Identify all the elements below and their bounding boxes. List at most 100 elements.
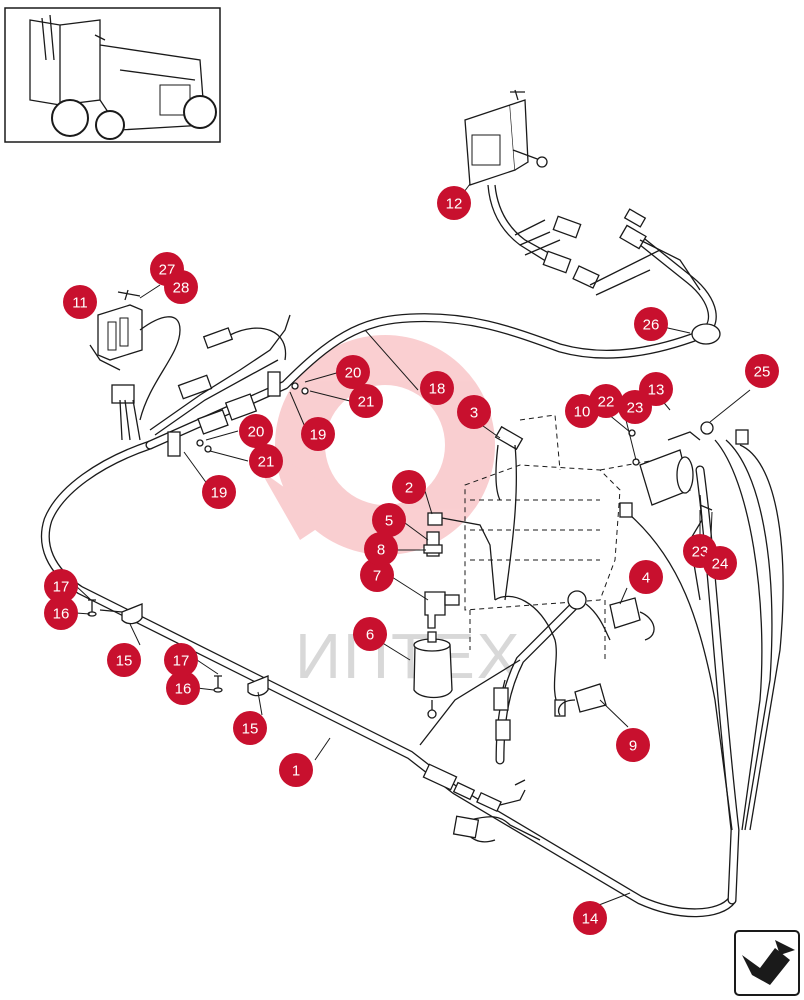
callout-c21a[interactable]: 21 [349, 384, 383, 418]
callout-c18[interactable]: 18 [420, 371, 454, 405]
clamp-15a [99, 603, 143, 625]
callout-c14[interactable]: 14 [573, 901, 607, 935]
callout-c9[interactable]: 9 [616, 728, 650, 762]
callout-c16b[interactable]: 16 [166, 671, 200, 705]
callout-number: 8 [377, 542, 385, 559]
callout-number: 22 [598, 394, 615, 411]
callout-c17a[interactable]: 17 [44, 569, 78, 603]
callout-number: 14 [582, 911, 599, 928]
callout-number: 3 [470, 405, 478, 422]
callout-badge [745, 354, 779, 388]
callout-badge [437, 186, 471, 220]
callout-badge [360, 558, 394, 592]
callout-badge [634, 307, 668, 341]
callout-c5[interactable]: 5 [372, 503, 406, 537]
callout-number: 23 [627, 400, 644, 417]
callouts-layer: 1234567891011121314151516161717181919202… [44, 186, 779, 935]
callout-c17b[interactable]: 17 [164, 643, 198, 677]
callout-number: 16 [175, 681, 192, 698]
callout-number: 28 [173, 280, 190, 297]
callout-c15b[interactable]: 15 [233, 711, 267, 745]
callout-number: 17 [53, 579, 70, 596]
callout-c4[interactable]: 4 [629, 560, 663, 594]
callout-number: 26 [643, 317, 660, 334]
next-page-arrow-icon[interactable] [734, 930, 800, 996]
callout-number: 6 [366, 627, 374, 644]
callout-c16a[interactable]: 16 [44, 596, 78, 630]
callout-badge [44, 569, 78, 603]
switch-9 [574, 683, 607, 713]
watermark-text: ИПТЕХ [295, 620, 521, 692]
callout-number: 5 [385, 513, 393, 530]
callout-number: 15 [116, 653, 133, 670]
solenoid-13 [639, 431, 701, 506]
callout-c20a[interactable]: 20 [336, 355, 370, 389]
callout-number: 24 [712, 556, 729, 573]
callout-c6[interactable]: 6 [353, 617, 387, 651]
callout-c15a[interactable]: 15 [107, 643, 141, 677]
callout-c20b[interactable]: 20 [239, 414, 273, 448]
callout-c23a[interactable]: 23 [618, 390, 652, 424]
switch-3 [494, 425, 524, 451]
callout-c3[interactable]: 3 [457, 395, 491, 429]
filter-6 [413, 631, 453, 719]
callout-badge [616, 728, 650, 762]
callout-badge [164, 643, 198, 677]
callout-c26[interactable]: 26 [634, 307, 668, 341]
switch-4 [609, 597, 641, 629]
connector-block [111, 384, 135, 404]
callout-badge [349, 384, 383, 418]
callout-c8[interactable]: 8 [364, 532, 398, 566]
callout-number: 16 [53, 606, 70, 623]
callout-number: 4 [642, 570, 650, 587]
callout-number: 1 [292, 763, 300, 780]
callout-c1[interactable]: 1 [279, 753, 313, 787]
callout-c24[interactable]: 24 [703, 546, 737, 580]
callout-number: 25 [754, 364, 771, 381]
callout-badge [589, 384, 623, 418]
joystick-connectors [514, 208, 701, 296]
callout-badge [63, 285, 97, 319]
callout-c2[interactable]: 2 [392, 470, 426, 504]
callout-badge [703, 546, 737, 580]
callout-badge [420, 371, 454, 405]
callout-number: 10 [574, 404, 591, 421]
callout-badge [364, 532, 398, 566]
joystick-12 [464, 89, 566, 271]
callout-number: 17 [173, 653, 190, 670]
callout-badge [239, 414, 273, 448]
callout-c28[interactable]: 28 [164, 270, 198, 304]
callout-badge [618, 390, 652, 424]
callout-badge [166, 671, 200, 705]
callout-number: 19 [310, 427, 327, 444]
callout-badge [279, 753, 313, 787]
callout-badge [372, 503, 406, 537]
callout-badge [392, 470, 426, 504]
callout-number: 20 [248, 424, 265, 441]
callout-badge [336, 355, 370, 389]
callout-c19b[interactable]: 19 [202, 475, 236, 509]
callout-c12[interactable]: 12 [437, 186, 471, 220]
callout-badge [44, 596, 78, 630]
machine-location-thumbnail-icon [4, 7, 221, 143]
callout-number: 9 [629, 738, 637, 755]
relay-11 [89, 289, 143, 371]
callout-c22[interactable]: 22 [589, 384, 623, 418]
callout-c7[interactable]: 7 [360, 558, 394, 592]
fitting-2 [427, 512, 443, 526]
callout-badge [164, 270, 198, 304]
callout-number: 11 [72, 295, 88, 312]
callout-number: 18 [429, 381, 446, 398]
callout-number: 21 [358, 394, 375, 411]
callout-badge [573, 901, 607, 935]
callout-c25[interactable]: 25 [745, 354, 779, 388]
callout-number: 19 [211, 485, 228, 502]
callout-number: 21 [258, 454, 275, 471]
callout-c11[interactable]: 11 [63, 285, 97, 319]
callout-badge [301, 417, 335, 451]
callout-badge [353, 617, 387, 651]
callout-number: 12 [446, 196, 463, 213]
callout-c19a[interactable]: 19 [301, 417, 335, 451]
callout-badge [249, 444, 283, 478]
callout-c21b[interactable]: 21 [249, 444, 283, 478]
